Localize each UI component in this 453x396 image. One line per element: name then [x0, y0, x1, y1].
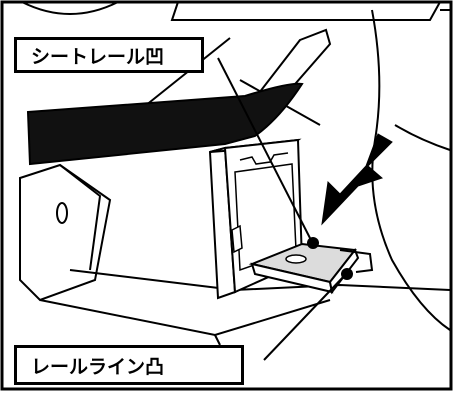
- callout-seat-rail-concave-text: シートレール凹: [31, 45, 165, 68]
- background-line-1: [139, 37, 231, 111]
- callout-rail-line-convex: レールライン凸: [14, 345, 244, 385]
- rail-line-dot: [341, 268, 353, 280]
- rail-housing-notch: [239, 152, 289, 165]
- leader-line-rail: [263, 273, 347, 361]
- callout-seat-rail-concave: シートレール凹: [14, 37, 204, 73]
- top-tab-left: [21, 1, 119, 15]
- direction-arrow: [321, 133, 393, 226]
- seat-cushion-dark: [26, 82, 304, 166]
- rail-housing-slot: [231, 224, 243, 254]
- seat-rail-dot: [307, 237, 319, 249]
- rail-base: [69, 269, 451, 292]
- left-bracket-inner: [59, 164, 102, 271]
- rail-plate-slot: [285, 254, 307, 264]
- leader-line-seat: [217, 57, 313, 243]
- top-tab-right: [170, 1, 441, 21]
- right-panel-inner: [394, 124, 451, 151]
- callout-rail-line-convex-text: レールライン凸: [31, 355, 165, 378]
- rail-plate-rib: [339, 249, 374, 273]
- rail-base-bottom: [214, 334, 221, 346]
- right-panel-curve: [371, 9, 451, 331]
- bracket-hole: [56, 202, 68, 224]
